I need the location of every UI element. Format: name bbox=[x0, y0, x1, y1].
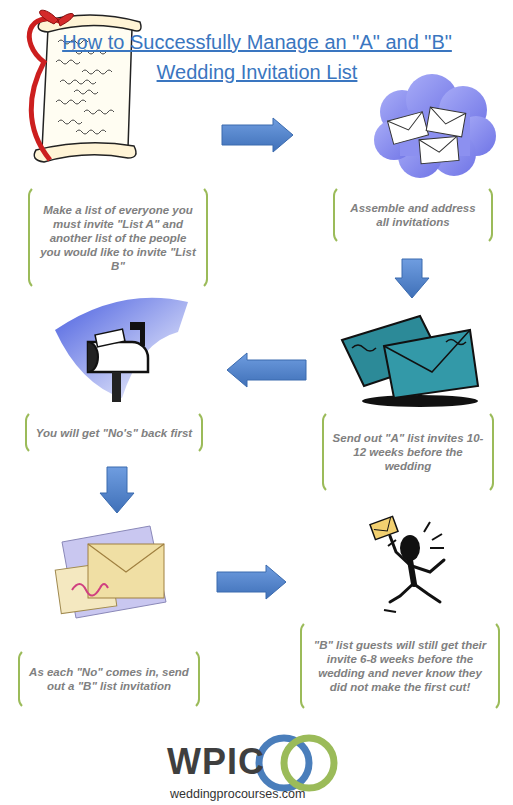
step-node: Assemble and address all invitations bbox=[305, 55, 495, 247]
scroll-icon bbox=[60, 80, 96, 84]
logo-rings bbox=[259, 738, 334, 788]
step-node: You will get "No's" back first bbox=[25, 300, 215, 455]
letters-icon bbox=[88, 544, 164, 572]
website-url: weddingprocourses.com bbox=[170, 787, 306, 801]
flow-arrow bbox=[100, 467, 134, 513]
step-text: You will get "No's" back first bbox=[36, 426, 192, 440]
logo-rings bbox=[284, 738, 334, 788]
cloud-icon bbox=[426, 107, 466, 137]
envelopes-icon bbox=[384, 330, 470, 372]
scroll-icon bbox=[56, 40, 114, 134]
cloud-icon bbox=[374, 74, 496, 178]
step-node: As each "No" comes in, send out a "B" li… bbox=[18, 525, 205, 711]
scroll-icon bbox=[76, 130, 106, 134]
envelopes-icon bbox=[352, 345, 376, 351]
bracket-box: "B" list guests will still get their inv… bbox=[300, 620, 500, 712]
mailbox-icon bbox=[55, 298, 188, 402]
diagram-title: How to Successfully Manage an "A" and "B… bbox=[27, 27, 487, 87]
scroll-icon bbox=[29, 19, 62, 160]
step-node: Make a list of everyone you must invite … bbox=[25, 5, 210, 292]
bracket-box: Send out "A" list invites 10-12 weeks be… bbox=[322, 410, 494, 494]
cloud-icon bbox=[419, 136, 458, 153]
step-node: Send out "A" list invites 10-12 weeks be… bbox=[318, 310, 495, 495]
flow-arrow bbox=[217, 565, 286, 599]
scroll-icon bbox=[82, 70, 112, 74]
envelopes-icon bbox=[384, 330, 478, 398]
scroll-icon bbox=[40, 10, 74, 26]
mailbox-icon bbox=[112, 372, 121, 402]
bracket-box: You will get "No's" back first bbox=[25, 410, 203, 455]
flow-arrow bbox=[395, 259, 429, 298]
mailbox-icon bbox=[130, 322, 145, 330]
step-text: "B" list guests will still get their inv… bbox=[310, 638, 490, 694]
stick-figure-icon bbox=[388, 522, 444, 548]
scroll-icon bbox=[84, 110, 114, 114]
envelopes-icon bbox=[342, 316, 478, 407]
stick-figure-icon bbox=[414, 584, 440, 602]
scroll-icon bbox=[74, 90, 98, 94]
flow-arrow bbox=[227, 353, 306, 387]
step-text: Make a list of everyone you must invite … bbox=[38, 203, 198, 273]
scroll-icon bbox=[58, 120, 82, 124]
cloud-icon bbox=[419, 136, 459, 163]
cloud-icon bbox=[426, 107, 466, 137]
stick-figure-icon bbox=[370, 516, 398, 539]
mailbox-icon bbox=[95, 329, 125, 347]
scroll-icon bbox=[56, 60, 80, 64]
stick-figure-icon bbox=[372, 517, 395, 535]
letters-icon bbox=[72, 584, 108, 596]
step-text: As each "No" comes in, send out a "B" li… bbox=[28, 665, 190, 693]
step-text: Send out "A" list invites 10-12 weeks be… bbox=[332, 431, 484, 473]
step-text: Assemble and address all invitations bbox=[343, 201, 483, 229]
stick-figure-icon bbox=[390, 584, 413, 602]
bracket-box: Make a list of everyone you must invite … bbox=[28, 185, 208, 290]
cloud-icon bbox=[388, 112, 426, 135]
envelopes-icon bbox=[446, 340, 466, 345]
bracket-box: Assemble and address all invitations bbox=[333, 185, 493, 245]
mailbox-icon bbox=[55, 298, 188, 398]
logo-text: WPIC bbox=[167, 741, 265, 782]
stick-figure-icon bbox=[412, 560, 444, 572]
mailbox-icon bbox=[88, 342, 98, 372]
stick-figure-icon bbox=[384, 610, 396, 612]
cloud-icon bbox=[419, 136, 459, 163]
scroll-icon bbox=[56, 100, 86, 104]
envelopes-icon bbox=[362, 395, 478, 407]
bracket-box: As each "No" comes in, send out a "B" li… bbox=[18, 648, 200, 710]
stick-figure-icon bbox=[390, 536, 411, 566]
letters-icon bbox=[55, 526, 166, 618]
stick-figure-icon bbox=[370, 516, 444, 612]
step-node: "B" list guests will still get their inv… bbox=[298, 518, 502, 713]
flow-arrow bbox=[222, 118, 293, 152]
cloud-icon bbox=[428, 107, 466, 127]
